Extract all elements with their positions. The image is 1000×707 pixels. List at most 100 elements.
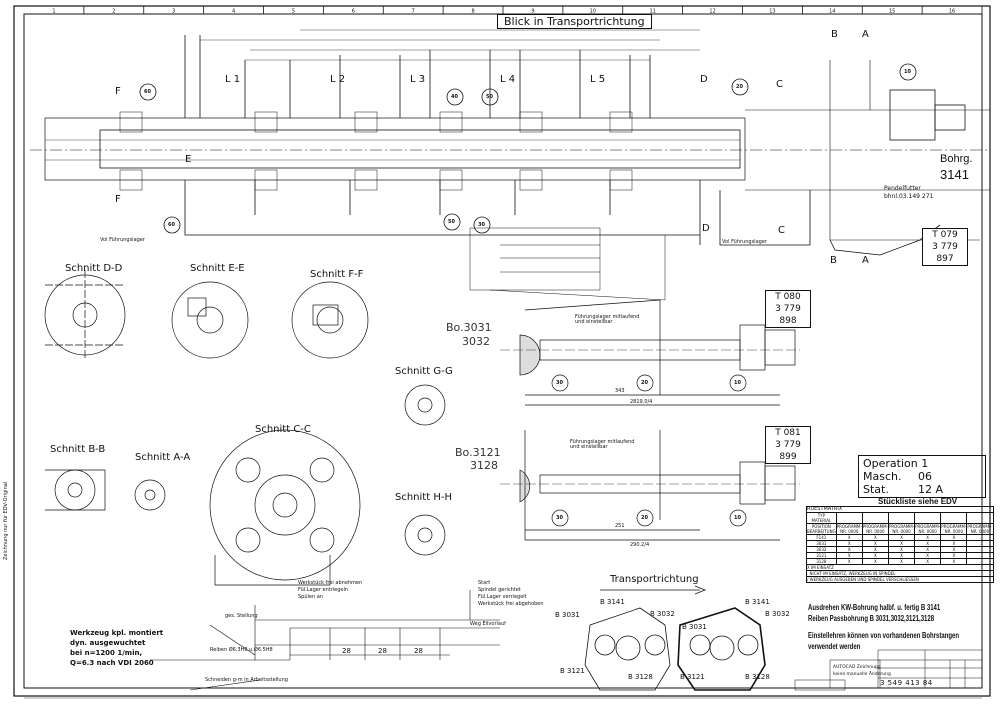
fuehrungslager-right: Vol Führungslager — [722, 239, 767, 245]
frame-number: 15 — [889, 9, 895, 15]
bore-callout: B 3121 — [560, 667, 585, 675]
cycle-label: Weg Eilvorlauf — [470, 621, 506, 627]
note-line: dyn. ausgewuchtet — [70, 639, 146, 647]
section-mark: F — [115, 194, 121, 205]
bore-callout: B 3141 — [745, 598, 770, 606]
balloon-number: 50 — [448, 219, 455, 225]
station-value: 12 A — [918, 483, 944, 496]
position-header: POSITION BEARBEITUNG — [806, 523, 837, 535]
cycle-dim: 28 — [414, 647, 423, 655]
bore-number: 3141 — [940, 167, 969, 182]
program-header: PROGRAMM-NR. 0000 — [887, 523, 916, 535]
drawing-number: 3 549 413 84 — [880, 679, 933, 687]
bore-label-h2: 3128 — [470, 459, 498, 472]
detail-note-h: Führungslager mitlaufend und einstellbar — [570, 439, 635, 450]
frame-number: 7 — [412, 9, 415, 15]
bore-callout: B 3128 — [745, 673, 770, 681]
balloon-number: 50 — [486, 94, 493, 100]
detail-note-g: Führungslager mitlaufend und einstellbar — [575, 314, 640, 325]
cycle-label: Werkstück frei abnehmen — [298, 580, 363, 586]
frame-number: 4 — [232, 9, 235, 15]
tool-id: T 080 — [775, 292, 801, 302]
lane-label: L 5 — [590, 74, 606, 85]
section-mark: A — [862, 255, 869, 266]
bore-label-g: Bo.3031 — [446, 321, 492, 334]
bore-label: Bohrg. — [940, 153, 973, 165]
machine-value: 06 — [918, 470, 932, 483]
note-line: Werkzeug kpl. montiert — [70, 629, 164, 637]
frame-number: 6 — [352, 9, 355, 15]
note-line: Q=6.3 nach VDI 2060 — [70, 659, 154, 667]
cycle-labels-left: Werkstück frei abnehmen Fül.Lager entrie… — [298, 580, 362, 601]
balloon-number: 10 — [734, 380, 741, 386]
parts-list-note: Stückliste siehe EDV — [878, 497, 958, 506]
transport-arrow — [600, 585, 707, 595]
bore-callout: B 3031 — [555, 611, 580, 619]
balloon-number: 20 — [641, 515, 648, 521]
frame-number: 3 — [172, 9, 175, 15]
section-title: Schnitt A-A — [135, 452, 191, 463]
section-mark: A — [862, 29, 869, 40]
cycle-label: ges. Stellung — [225, 613, 258, 619]
balloon-number: 30 — [556, 515, 563, 521]
autocad-stamp: AUTOCAD Zeichnung keine manuelle Änderun… — [833, 664, 891, 678]
frame-number: 10 — [590, 9, 596, 15]
section-views — [44, 270, 446, 586]
dimension: 343 — [615, 388, 625, 394]
main-shaft-view — [30, 29, 990, 256]
tool-box-t080: T 080 3 779 898 — [765, 290, 811, 328]
cycle-label: Werkstück frei abgehoben — [478, 601, 544, 607]
tool-id: T 081 — [775, 428, 801, 438]
section-title: Schnitt G-G — [395, 366, 453, 377]
tool-number: 3 779 899 — [775, 440, 801, 462]
dimension: 251 — [615, 523, 625, 529]
detail-view-h — [500, 430, 800, 541]
program-header: PROGRAMM-NR. 0000 — [914, 523, 942, 535]
bore-callout: B 3121 — [680, 673, 705, 681]
fuehrungslager-left: Vol Führungslager — [100, 237, 145, 243]
section-title: Schnitt E-E — [190, 263, 245, 274]
section-mark: C — [778, 225, 785, 236]
balloon-number: 40 — [451, 94, 458, 100]
bore-callout: B 3128 — [628, 673, 653, 681]
cycle-labels-right: Start Spindel gerichtet Fül.Lager verrie… — [478, 580, 544, 608]
cycle-label: Start — [478, 580, 491, 586]
section-title: Schnitt C-C — [255, 424, 311, 435]
frame-number: 16 — [949, 9, 955, 15]
bore-callout: B 3032 — [650, 610, 675, 618]
cycle-label: Reiben Ø6.3H8 u.Ø6.5H8 — [210, 647, 273, 653]
lane-label: L 2 — [330, 74, 346, 85]
typ-label: TYP — [817, 513, 825, 519]
frame-number: 1 — [52, 9, 55, 15]
cycle-label: Schneiden g-m in Arbeitsstellung — [205, 677, 288, 683]
tool-number: 3 779 898 — [775, 304, 801, 326]
pendelfutter-number: bhnl.03.149 271 — [884, 193, 934, 200]
program-header: PROGRAMM-NR. 0000 — [835, 523, 863, 535]
section-title: Schnitt H-H — [395, 492, 452, 503]
gearbox-outlines — [584, 607, 766, 691]
bore-label-h: Bo.3121 — [455, 446, 501, 459]
frame-number: 8 — [471, 9, 474, 15]
program-header: PROGRAMM-NR. 0000 — [861, 523, 889, 535]
section-mark: B — [830, 255, 837, 266]
dimension-stack — [469, 227, 666, 301]
balloon-number: 10 — [904, 69, 911, 75]
pendelfutter-label: Pendelfutter — [884, 185, 921, 192]
balloon-number: 20 — [641, 380, 648, 386]
no-manual-change-label: keine manuelle Änderung — [833, 672, 891, 677]
cycle-label: Spülen an — [298, 594, 323, 600]
section-title: Schnitt F-F — [310, 269, 364, 280]
cycle-diagram — [150, 590, 500, 691]
transport-direction-label: Transportrichtung — [610, 574, 699, 585]
lane-label: L 3 — [410, 74, 426, 85]
frame-number: 5 — [292, 9, 295, 15]
cycle-label: Fül.Lager verriegelt — [478, 594, 527, 600]
cycle-label: Fül.Lager entriegeln — [298, 587, 349, 593]
operation-label: Operation — [863, 457, 918, 470]
material-label: MATERIAL — [811, 518, 832, 523]
bore-callout: B 3032 — [765, 610, 790, 618]
